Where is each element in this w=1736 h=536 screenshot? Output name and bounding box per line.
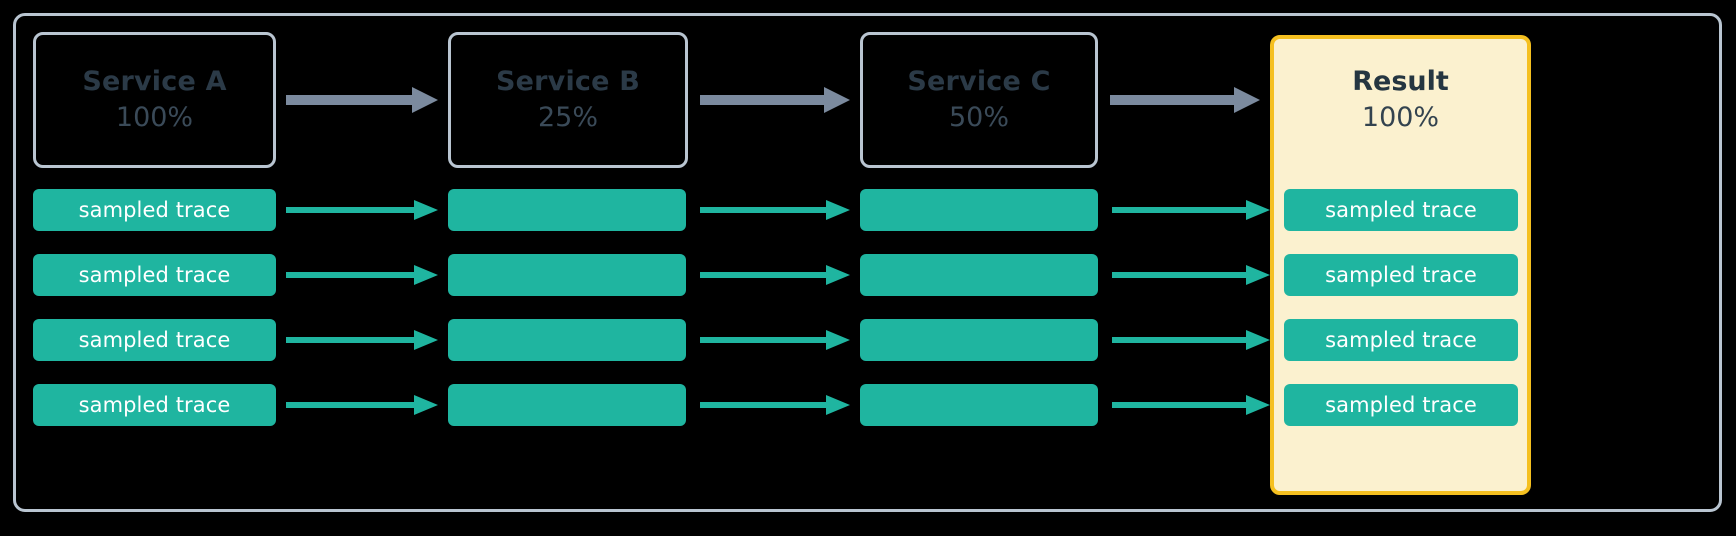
- arrow-service-c-to-result: [1110, 84, 1260, 116]
- trace-arrow-r4-c-to-result: [1112, 391, 1270, 419]
- trace-bar-r3-service-a[interactable]: sampled trace: [33, 319, 276, 361]
- trace-bar-r2-service-b[interactable]: [448, 254, 686, 296]
- service-percent: 100%: [115, 102, 194, 133]
- arrow-service-a-to-service-b: [286, 84, 438, 116]
- trace-bar-r1-service-b[interactable]: [448, 189, 686, 231]
- trace-bar-r2-service-c[interactable]: [860, 254, 1098, 296]
- trace-bar-r3-service-c[interactable]: [860, 319, 1098, 361]
- trace-arrow-r2-c-to-result: [1112, 261, 1270, 289]
- trace-arrow-r3-b-to-c: [700, 326, 850, 354]
- trace-arrow-r3-c-to-result: [1112, 326, 1270, 354]
- service-title: Service B: [495, 66, 641, 98]
- trace-bar-r4-service-a[interactable]: sampled trace: [33, 384, 276, 426]
- trace-bar-r3-service-b[interactable]: [448, 319, 686, 361]
- trace-arrow-r1-c-to-result: [1112, 196, 1270, 224]
- trace-bar-r2-service-a[interactable]: sampled trace: [33, 254, 276, 296]
- trace-bar-r2-result[interactable]: sampled trace: [1284, 254, 1518, 296]
- trace-bar-r3-result[interactable]: sampled trace: [1284, 319, 1518, 361]
- trace-arrow-r2-a-to-b: [286, 261, 438, 289]
- trace-bar-r1-service-c[interactable]: [860, 189, 1098, 231]
- service-percent: 50%: [948, 102, 1009, 133]
- service-title: Service A: [82, 66, 227, 98]
- service-title: Service C: [907, 66, 1051, 98]
- trace-arrow-r4-b-to-c: [700, 391, 850, 419]
- trace-arrow-r4-a-to-b: [286, 391, 438, 419]
- trace-arrow-r2-b-to-c: [700, 261, 850, 289]
- trace-bar-r4-result[interactable]: sampled trace: [1284, 384, 1518, 426]
- service-percent: 25%: [537, 102, 598, 133]
- trace-bar-r4-service-b[interactable]: [448, 384, 686, 426]
- trace-arrow-r1-b-to-c: [700, 196, 850, 224]
- trace-bar-r1-service-a[interactable]: sampled trace: [33, 189, 276, 231]
- trace-bar-r1-result[interactable]: sampled trace: [1284, 189, 1518, 231]
- service-box-service-b[interactable]: Service B 25%: [448, 32, 688, 168]
- trace-arrow-r3-a-to-b: [286, 326, 438, 354]
- trace-arrow-r1-a-to-b: [286, 196, 438, 224]
- trace-bar-r4-service-c[interactable]: [860, 384, 1098, 426]
- service-box-service-a[interactable]: Service A 100%: [33, 32, 276, 168]
- arrow-service-b-to-service-c: [700, 84, 850, 116]
- service-box-service-c[interactable]: Service C 50%: [860, 32, 1098, 168]
